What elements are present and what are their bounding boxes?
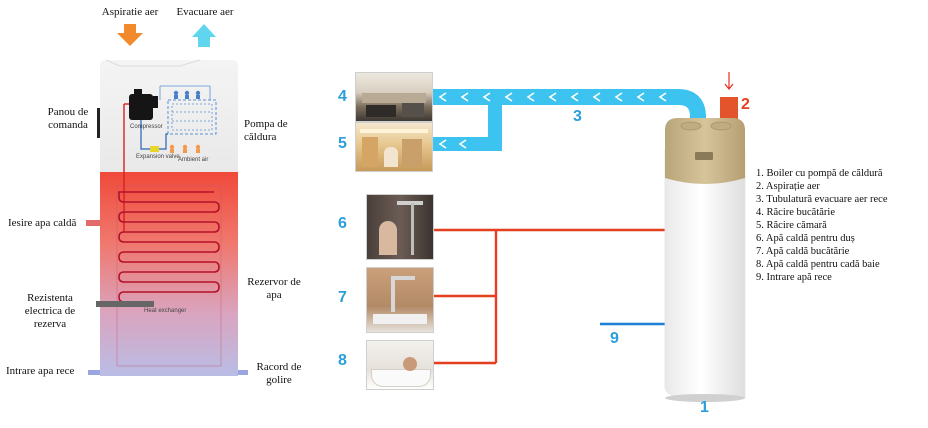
expansion-valve-label: Expansion valve	[136, 154, 180, 160]
installation-diagram	[430, 72, 746, 402]
kitchen-sink-photo	[366, 267, 434, 333]
boiler-unit	[664, 118, 746, 402]
red-down-arrow-icon	[724, 72, 734, 90]
legend-item-4: 4. Răcire bucătărie	[756, 207, 835, 218]
legend-item-8: 8. Apă caldă pentru cadă baie	[756, 259, 880, 270]
number-8: 8	[338, 352, 347, 369]
drain-label: Racord de golire	[256, 361, 302, 386]
tank-label: Rezervor de apa	[247, 276, 301, 301]
number-3: 3	[573, 108, 582, 125]
drain-port	[238, 370, 248, 375]
legend-item-6: 6. Apă caldă pentru duș	[756, 233, 855, 244]
fan-figures	[173, 90, 201, 99]
expansion-valve	[150, 146, 159, 152]
number-5: 5	[338, 135, 347, 152]
exhaust-air-label: Evacuare aer	[176, 6, 234, 18]
compressor-label: Compressor	[130, 124, 163, 130]
control-panel-label: Panou de comanda	[47, 106, 89, 131]
legend-item-5: 5. Răcire cămară	[756, 220, 827, 231]
kitchen-photo	[355, 72, 433, 122]
backup-heater-label: Rezistenta electrica de rezerva	[24, 292, 76, 330]
number-7: 7	[338, 289, 347, 306]
ambient-air-label: Ambient air	[178, 157, 209, 163]
legend-item-3: 3. Tubulatură evacuare aer rece	[756, 194, 888, 205]
pantry-photo	[355, 122, 433, 172]
legend: 1. Boiler cu pompă de căldură 2. Aspiraț…	[756, 167, 887, 284]
cold-air-duct	[430, 89, 706, 151]
number-4: 4	[338, 88, 347, 105]
backup-heater-rod	[96, 301, 154, 307]
air-intake-box	[720, 97, 738, 123]
number-9: 9	[610, 330, 619, 347]
heat-pump-label: Pompa de căldura	[244, 118, 288, 143]
number-1: 1	[700, 399, 709, 416]
hot-water-out-label: Iesire apa caldă	[8, 217, 77, 229]
ambient-air-figures	[169, 144, 201, 153]
number-2: 2	[741, 96, 750, 113]
legend-item-1: 1. Boiler cu pompă de căldură	[756, 168, 883, 179]
intake-air-label: Aspiratie aer	[101, 6, 159, 18]
control-panel-bar	[97, 108, 100, 138]
compressor-icon	[129, 89, 158, 120]
number-6: 6	[338, 215, 347, 232]
heat-pump-cutaway	[86, 24, 248, 376]
duct-flow-arrows	[438, 92, 667, 149]
cold-water-in-port	[88, 370, 100, 375]
legend-item-7: 7. Apă caldă bucătărie	[756, 246, 850, 257]
legend-item-9: 9. Intrare apă rece	[756, 272, 832, 283]
hot-water-pipes	[432, 228, 666, 365]
tank-section	[100, 172, 238, 376]
evaporator-coil	[167, 99, 217, 135]
legend-item-2: 2. Aspirație aer	[756, 181, 820, 192]
shower-photo	[366, 194, 434, 260]
cyan-up-arrow-icon	[192, 24, 216, 47]
heat-exchanger-label: Heat exchanger	[144, 308, 187, 314]
heat-pump-section	[100, 60, 238, 172]
cold-water-in-label: Intrare apa rece	[6, 365, 75, 377]
hot-water-out-port	[86, 220, 100, 226]
orange-down-arrow-icon	[117, 24, 143, 46]
bathtub-photo	[366, 340, 434, 390]
